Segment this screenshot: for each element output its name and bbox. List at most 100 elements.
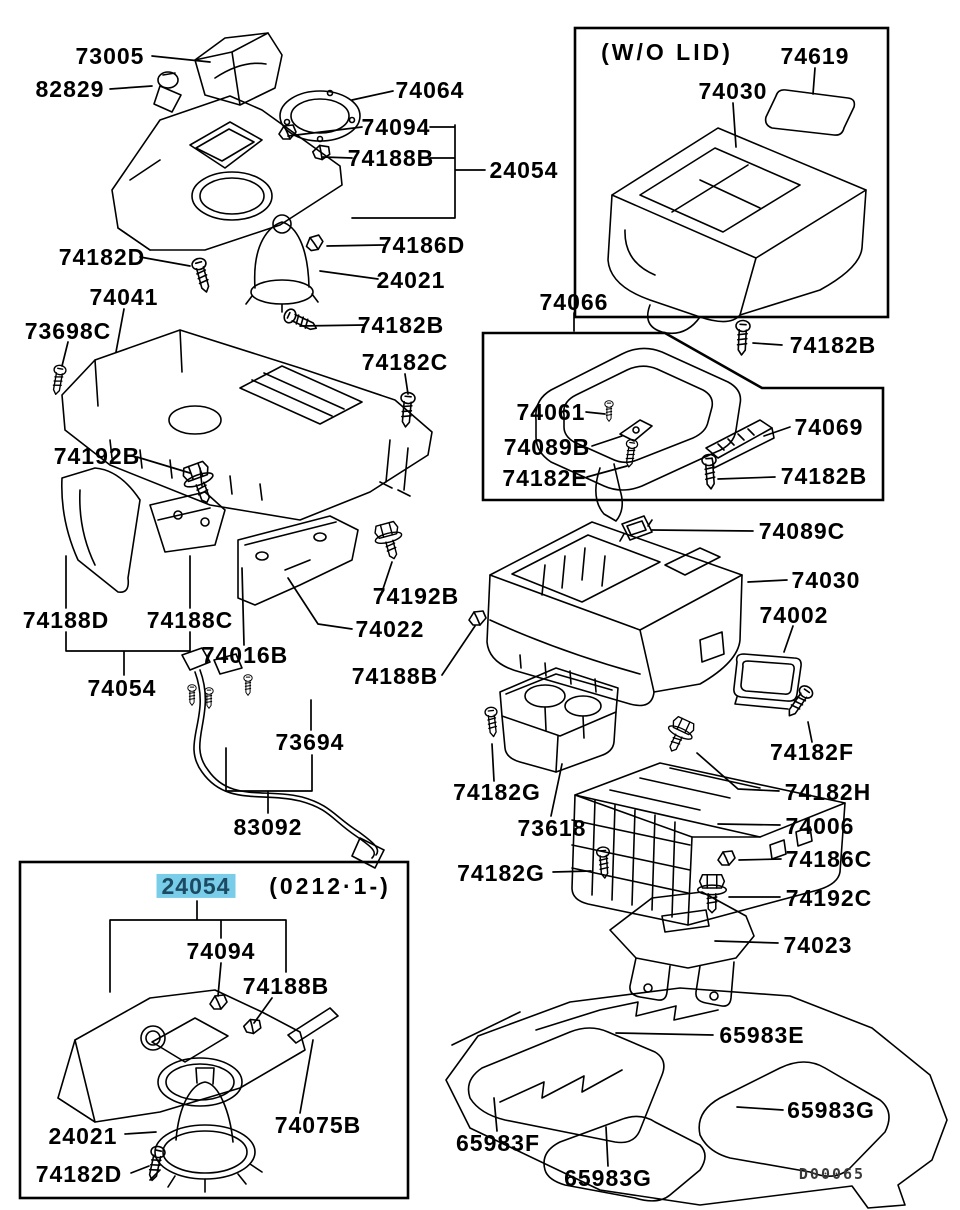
part-label-74182E: 74182E [502, 464, 588, 491]
part-label-74188D: 74188D [22, 606, 110, 633]
part-label-74002: 74002 [759, 601, 829, 628]
part-drawing-74030-console-mid [486, 521, 743, 707]
bolt-74192C-icon [696, 873, 728, 914]
part-label-73694: 73694 [275, 728, 345, 755]
part-label-24021: 24021 [376, 266, 446, 293]
part-label-74186C: 74186C [785, 845, 873, 872]
callout-lines [61, 55, 816, 1174]
part-label-74030-2: 74030 [791, 566, 861, 593]
part-label-24054: 24054 [489, 156, 559, 183]
part-drawing-73694-harness [181, 647, 385, 869]
part-label-74188C: 74188C [146, 606, 234, 633]
part-drawing-24054-panel [111, 95, 343, 251]
part-label-74022: 74022 [355, 615, 425, 642]
part-label-wo-lid-note: (W/O LID) [601, 38, 733, 65]
part-label-82829: 82829 [35, 75, 105, 102]
part-label-24021-2: 24021 [48, 1122, 118, 1149]
part-label-74182C: 74182C [361, 348, 449, 375]
part-drawing-73005-tray [194, 32, 283, 106]
part-label-74188B: 74188B [347, 144, 435, 171]
part-label-74030: 74030 [698, 77, 768, 104]
part-drawing-74066-armrest-lid [534, 347, 742, 522]
part-label-74054: 74054 [87, 674, 157, 701]
part-drawing-74075B-strip [287, 1007, 339, 1044]
screw-74182G-icon [483, 706, 501, 738]
part-drawing-24021-boot [245, 214, 319, 313]
part-label-D00065: D00065 [798, 1165, 866, 1184]
part-drawing-74619-pad [764, 89, 856, 136]
part-label-74066: 74066 [539, 288, 609, 315]
part-label-74089B: 74089B [503, 433, 591, 460]
part-label-variant-note: (0212·1-) [269, 872, 391, 899]
part-label-74094-2: 74094 [186, 937, 256, 964]
part-label-65983F: 65983F [455, 1129, 541, 1156]
part-label-74182B: 74182B [357, 311, 445, 338]
clip-74094-2-icon [209, 994, 228, 1010]
screw-74182E-icon [622, 438, 639, 469]
part-drawing-65983-floor-console [445, 987, 948, 1209]
part-label-74089C: 74089C [758, 517, 846, 544]
part-label-74064: 74064 [395, 76, 465, 103]
part-label-74023: 74023 [783, 931, 853, 958]
part-label-73698C: 73698C [24, 317, 112, 344]
part-label-74192C: 74192C [785, 884, 873, 911]
part-drawing-74006-grid-box [571, 762, 846, 926]
part-label-74619: 74619 [780, 42, 850, 69]
clip-74186C-icon [717, 850, 736, 866]
part-drawing-73618-tray [499, 667, 619, 773]
part-label-74094: 74094 [361, 113, 431, 140]
clip-74188B-2-icon [468, 610, 487, 626]
part-label-74016B: 74016B [201, 641, 289, 668]
part-label-74006: 74006 [785, 812, 855, 839]
screw-74182D-icon [190, 256, 215, 295]
part-label-83092: 83092 [233, 813, 303, 840]
part-label-74182B-3: 74182B [780, 462, 868, 489]
part-label-74061: 74061 [516, 398, 586, 425]
screw-74182B-bottom-icon [700, 453, 719, 491]
part-label-65983G-2: 65983G [564, 1164, 652, 1191]
part-label-74182G-2: 74182G [457, 859, 545, 886]
part-drawing-74188D-side-panel [61, 467, 141, 594]
bolt-74192B-2-icon [370, 519, 408, 563]
part-label-74069: 74069 [794, 413, 864, 440]
part-label-74182H: 74182H [784, 778, 872, 805]
screw-73698C-icon [49, 363, 68, 396]
part-drawing-74041-console [61, 329, 433, 521]
pin-74061-icon [604, 400, 614, 422]
part-drawing-74002-pocket [733, 653, 802, 710]
part-label-74182B-2: 74182B [789, 331, 877, 358]
clip-74188B-3-icon [241, 1016, 264, 1036]
part-drawing-24021-2-boot [149, 1067, 263, 1193]
part-drawing-74030-console-wo-lid [607, 127, 867, 335]
part-drawing-74023-bracket [609, 891, 755, 1007]
part-label-74182G: 74182G [453, 778, 541, 805]
part-label-74188B-2: 74188B [351, 662, 439, 689]
part-label-74075B: 74075B [274, 1111, 362, 1138]
part-drawing-74188C-bracket [149, 491, 226, 553]
part-label-65983E: 65983E [719, 1021, 805, 1048]
variant-box-frame [18, 860, 410, 1200]
part-label-74182F: 74182F [769, 738, 855, 765]
wo-lid-box-frame [573, 26, 890, 319]
part-label-65983G: 65983G [787, 1096, 875, 1123]
screw-74182B-left-icon [281, 306, 321, 336]
part-drawing-74089B-bracket [619, 419, 653, 442]
clip-74186D-icon [304, 233, 325, 253]
screw-74182B-top-icon [733, 319, 752, 357]
part-drawing-82829-switch [153, 71, 182, 113]
part-label-74182D: 74182D [58, 243, 146, 270]
part-label-74041: 74041 [89, 283, 159, 310]
part-label-74192B-2: 74192B [372, 582, 460, 609]
part-drawing-24054-variant-panel [57, 989, 306, 1123]
part-label-24054-hl[interactable]: 24054 [156, 874, 236, 898]
part-label-74186D: 74186D [378, 231, 466, 258]
part-label-74192B: 74192B [53, 442, 141, 469]
part-label-74182D-2: 74182D [35, 1160, 123, 1187]
part-drawing-74064-ring [279, 89, 361, 143]
part-drawing-74022-bracket [237, 515, 359, 606]
part-label-73618: 73618 [517, 814, 587, 841]
part-label-73005: 73005 [75, 42, 145, 69]
bolt-74182H-icon [659, 714, 699, 758]
